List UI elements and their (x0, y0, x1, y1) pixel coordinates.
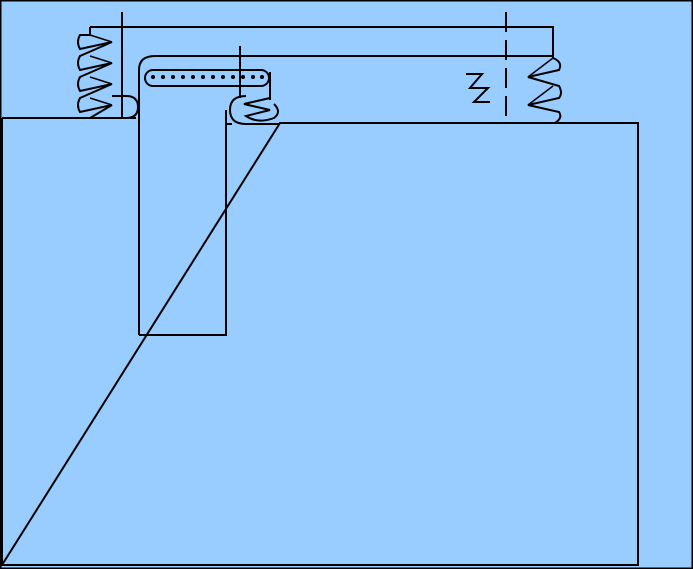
left-spring-back (89, 34, 113, 106)
left-spring-loop (80, 95, 140, 119)
dot (161, 75, 165, 79)
right-spring (527, 57, 562, 124)
dot (191, 75, 195, 79)
dot (251, 75, 255, 79)
middle-spring-loop (228, 95, 280, 125)
dot (171, 75, 175, 79)
middle-spring (243, 97, 279, 122)
upper-frame (138, 55, 553, 335)
dot (151, 75, 155, 79)
dot (241, 75, 245, 79)
center-post (139, 110, 227, 336)
dot (260, 75, 264, 79)
dotted-bar-dots (151, 75, 264, 79)
top-frame-bar (90, 26, 554, 58)
dot (181, 75, 185, 79)
left-spring (77, 34, 113, 119)
break-symbol (466, 73, 491, 103)
right-spring-back (527, 57, 554, 106)
dot (231, 75, 235, 79)
main-block (0, 117, 639, 566)
dot (221, 75, 225, 79)
dot (211, 75, 215, 79)
dot (201, 75, 205, 79)
